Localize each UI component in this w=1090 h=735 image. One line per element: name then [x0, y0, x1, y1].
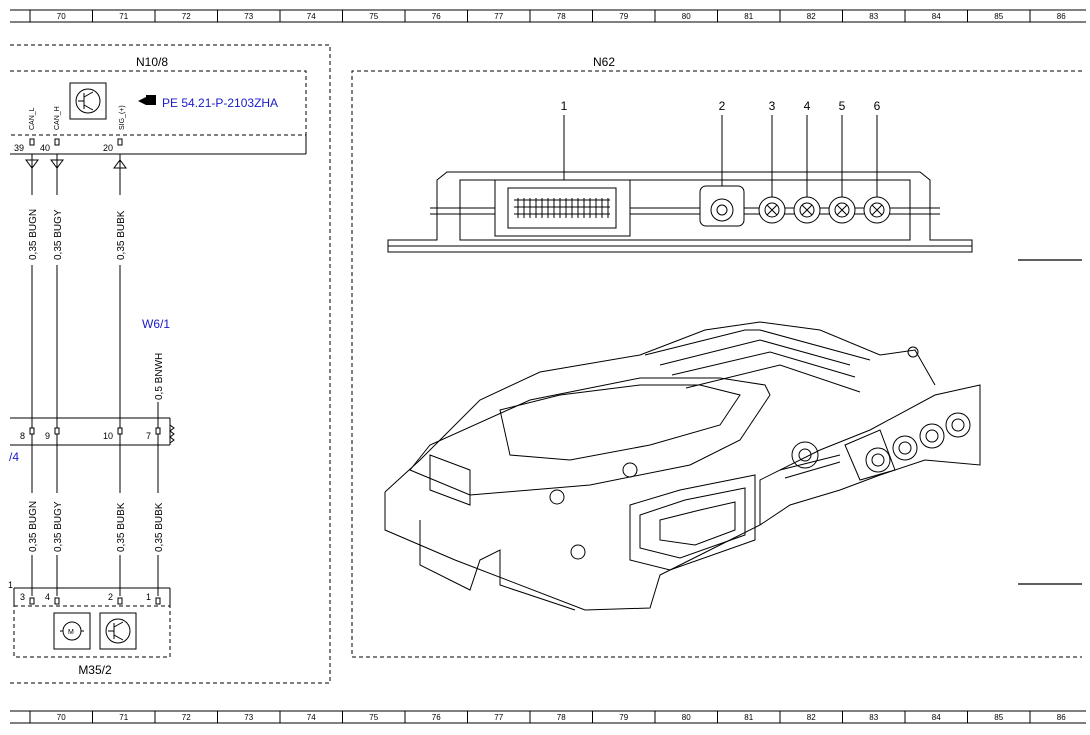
w6-1-link[interactable]: W6/1 — [142, 317, 170, 331]
ruler-number: 77 — [494, 713, 503, 722]
pin-39: 39 — [14, 143, 24, 153]
ruler-number: 83 — [869, 12, 878, 21]
ruler-number: 86 — [1057, 12, 1066, 21]
ruler-number: 73 — [244, 713, 253, 722]
m35-2-label: M35/2 — [78, 663, 112, 677]
top-ruler: 70 71 72 73 74 75 76 77 78 79 80 81 82 83 84 85 86 — [10, 9, 1086, 23]
mid-pin-10: 10 — [103, 431, 113, 441]
wire-lower-bugy: 0,35 BUGY — [53, 501, 64, 552]
ruler-number: 73 — [244, 12, 253, 21]
ruler-number: 81 — [744, 713, 753, 722]
ruler-number: 81 — [744, 12, 753, 21]
mid-pin-7: 7 — [146, 431, 151, 441]
wire-w6-1-bnwh: 0,5 BNWH — [154, 353, 165, 400]
wire-lower-bugn: 0,35 BUGN — [28, 501, 39, 552]
ruler-number: 79 — [619, 12, 628, 21]
mid-connector-edge-label[interactable]: /4 — [9, 450, 19, 464]
wire-upper-bugy: 0,35 BUGY — [53, 209, 64, 260]
ruler-number: 80 — [682, 12, 691, 21]
transistor-icon — [99, 612, 137, 650]
svg-text:M: M — [68, 629, 74, 636]
ruler-number: 78 — [557, 12, 566, 21]
ruler-number: 82 — [807, 713, 816, 722]
ruler-number: 70 — [57, 12, 66, 21]
n62-module: N62 1 2 3 4 5 6 — [351, 55, 1082, 658]
ruler-number: 84 — [932, 713, 941, 722]
callout-1: 1 — [561, 99, 568, 113]
transistor-icon — [69, 82, 107, 120]
m35-pin-4: 4 — [45, 592, 50, 602]
ruler-number: 84 — [932, 12, 941, 21]
connector-pins — [514, 198, 610, 218]
bottom-ruler: 70 71 72 73 74 75 76 77 78 79 80 81 82 83 84 85 86 — [10, 710, 1086, 724]
ruler-number: 78 — [557, 713, 566, 722]
ruler-number: 86 — [1057, 713, 1066, 722]
ruler-number: 82 — [807, 12, 816, 21]
ruler-number: 83 — [869, 713, 878, 722]
pin-signal-can-l: CAN_L — [29, 107, 36, 130]
ruler-number: 76 — [432, 12, 441, 21]
pin-40: 40 — [40, 143, 50, 153]
callout-4: 4 — [804, 99, 811, 113]
m35-pin-2: 2 — [108, 592, 113, 602]
pointing-hand-icon — [138, 95, 156, 105]
mid-pin-9: 9 — [45, 431, 50, 441]
module-isometric-view — [384, 321, 981, 611]
m35-pin-1: 1 — [146, 592, 151, 602]
callout-2: 2 — [719, 99, 726, 113]
pin-signal-sig: SIG_(+) — [119, 105, 126, 130]
ruler-number: 71 — [119, 713, 128, 722]
wire-lower-bubk-1: 0,35 BUBK — [116, 502, 127, 552]
ruler-number: 75 — [369, 713, 378, 722]
ruler-number: 72 — [182, 12, 191, 21]
ruler-number: 74 — [307, 12, 316, 21]
mid-pin-8: 8 — [20, 431, 25, 441]
n10-8-reference-link[interactable]: PE 54.21-P-2103ZHA — [162, 96, 278, 110]
n10-8-module: N10/8 PE 54.21-P-2103ZHA CAN_L CAN_H SIG… — [10, 44, 331, 684]
wire-label-backgrounds — [26, 195, 164, 555]
n62-label: N62 — [593, 55, 615, 69]
ruler-number: 75 — [369, 12, 378, 21]
motor-icon: M — [53, 612, 91, 650]
wire-lower-bubk-2: 0,35 BUBK — [154, 502, 165, 552]
callout-3: 3 — [769, 99, 776, 113]
m35-2-module: 1 3 4 2 1 M M35/2 — [8, 580, 171, 677]
ruler-number: 85 — [994, 713, 1003, 722]
m35-pin-3: 3 — [20, 592, 25, 602]
wire-upper-bubk: 0,35 BUBK — [116, 210, 127, 260]
ruler-number: 71 — [119, 12, 128, 21]
ruler-number: 79 — [619, 713, 628, 722]
m35-2-connector-label: 1 — [8, 580, 13, 590]
ruler-number: 70 — [57, 713, 66, 722]
callout-6: 6 — [874, 99, 881, 113]
module-front-view — [387, 171, 973, 253]
pin-20: 20 — [103, 143, 113, 153]
ruler-number: 85 — [994, 12, 1003, 21]
ruler-number: 72 — [182, 713, 191, 722]
callout-5: 5 — [839, 99, 846, 113]
ruler-number: 76 — [432, 713, 441, 722]
ruler-number: 74 — [307, 713, 316, 722]
mid-connector: 8 9 10 7 /4 — [9, 417, 175, 464]
n10-8-label: N10/8 — [136, 55, 168, 69]
ruler-number: 77 — [494, 12, 503, 21]
ruler-number: 80 — [682, 713, 691, 722]
wires — [31, 154, 159, 596]
pin-signal-can-h: CAN_H — [54, 106, 61, 130]
wire-upper-bugn: 0,35 BUGN — [28, 209, 39, 260]
